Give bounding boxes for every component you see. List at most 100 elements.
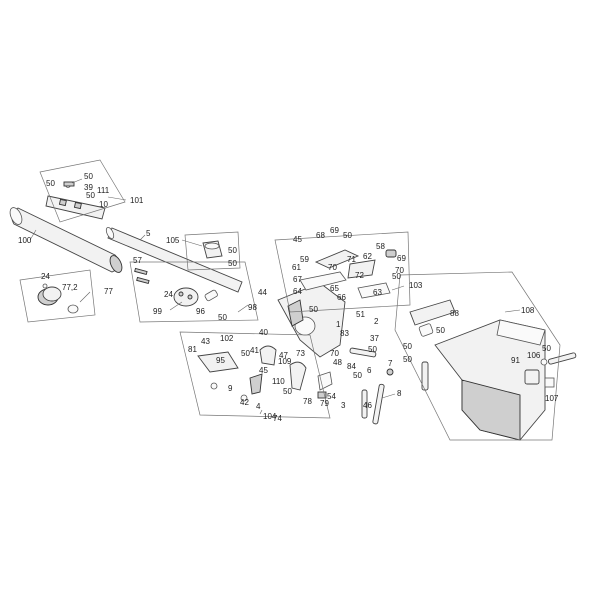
trigger-group-104: [197, 345, 333, 402]
callout-label: 91: [511, 356, 520, 365]
callout-label: 63: [373, 288, 382, 297]
callout-label: 67: [293, 275, 302, 284]
callout-label: 24: [41, 272, 50, 281]
callout-label: 78: [303, 397, 312, 406]
callout-label: 50: [403, 355, 412, 364]
part-24-77-left: [37, 283, 79, 314]
callout-label: 48: [333, 358, 342, 367]
callout-label: 10: [99, 200, 108, 209]
shroud-101: [45, 181, 106, 220]
callout-label: 5: [146, 229, 151, 238]
callout-label: 51: [356, 310, 365, 319]
callout-label: 50: [46, 179, 55, 188]
callout-label: 39: [84, 183, 93, 192]
callout-label: 50: [392, 272, 401, 281]
callout-label: 45: [293, 235, 302, 244]
callout-label: 45: [259, 366, 268, 375]
callout-label: 50: [228, 246, 237, 255]
upper-assembly-103: [299, 249, 397, 299]
callout-label: 50: [84, 172, 93, 181]
callout-label: 110: [272, 377, 285, 386]
callout-label: 43: [201, 337, 210, 346]
leader-lines: [29, 178, 521, 415]
parts-91-106-107: [524, 352, 577, 388]
callout-label: 77,2: [62, 283, 78, 292]
stock-108: [409, 299, 546, 441]
callout-label: 54: [327, 392, 336, 401]
callout-label: 102: [220, 334, 234, 343]
callout-label: 69: [330, 226, 339, 235]
callout-label: 71: [347, 255, 356, 264]
pins-46-8: [349, 347, 394, 425]
callout-label: 100: [18, 236, 32, 245]
callout-label: 24: [164, 290, 173, 299]
callout-label: 4: [256, 402, 261, 411]
callout-label: 74: [273, 414, 282, 423]
callout-label: 8: [397, 389, 402, 398]
part-105: [202, 240, 223, 259]
callout-label: 37: [370, 334, 379, 343]
callout-label: 70: [395, 266, 404, 275]
callout-label: 81: [188, 345, 197, 354]
callout-label: 44: [258, 288, 267, 297]
callout-label: 111: [97, 186, 110, 195]
receiver-1: [277, 282, 346, 358]
group-outlines: [19, 159, 561, 441]
callout-label: 95: [216, 356, 225, 365]
callout-label: 108: [521, 306, 535, 315]
callout-label: 79: [320, 399, 329, 408]
callout-label: 98: [248, 303, 257, 312]
callout-label: 106: [527, 351, 541, 360]
callout-label: 70: [328, 263, 337, 272]
callout-label: 107: [545, 394, 559, 403]
callout-label: 88: [450, 309, 459, 318]
barrel-100: [9, 207, 123, 273]
callout-label: 99: [153, 307, 162, 316]
callout-label: 66: [337, 293, 346, 302]
callout-label: 6: [367, 366, 372, 375]
callout-label: 109: [278, 357, 292, 366]
callout-label: 50: [353, 371, 362, 380]
callout-label: 69: [397, 254, 406, 263]
callout-label: 50: [368, 345, 377, 354]
callout-label: 50: [241, 349, 250, 358]
callout-label: 9: [228, 384, 233, 393]
callout-label: 77: [104, 287, 113, 296]
callout-label: 2: [374, 317, 379, 326]
callout-label: 50: [309, 305, 318, 314]
callout-label: 65: [330, 284, 339, 293]
callout-label: 73: [296, 349, 305, 358]
callout-label: 3: [341, 401, 346, 410]
callout-label: 83: [340, 329, 349, 338]
callout-label: 50: [436, 326, 445, 335]
callout-label: 103: [409, 281, 423, 290]
callout-label: 58: [376, 242, 385, 251]
callout-label: 64: [293, 287, 302, 296]
callout-label: 50: [228, 259, 237, 268]
callout-label: 50: [218, 313, 227, 322]
callout-label: 50: [343, 231, 352, 240]
tube-5: [105, 227, 243, 293]
callout-label: 62: [363, 252, 372, 261]
callout-label: 41: [250, 346, 259, 355]
callout-label: 46: [363, 401, 372, 410]
callout-label: 101: [130, 196, 144, 205]
part-96-99: [134, 267, 218, 307]
callout-label: 96: [196, 307, 205, 316]
callout-label: 72: [355, 271, 364, 280]
callout-label: 50: [542, 344, 551, 353]
callout-label: 1: [336, 320, 341, 329]
callout-label: 104: [263, 412, 277, 421]
callout-label: 105: [166, 236, 180, 245]
callout-label: 59: [300, 255, 309, 264]
callout-label: 42: [240, 398, 249, 407]
callout-label: 50: [283, 387, 292, 396]
callout-label: 68: [316, 231, 325, 240]
callout-label: 50: [403, 342, 412, 351]
callout-label: 70: [330, 349, 339, 358]
callout-label: 7: [388, 359, 393, 368]
callout-label: 40: [259, 328, 268, 337]
